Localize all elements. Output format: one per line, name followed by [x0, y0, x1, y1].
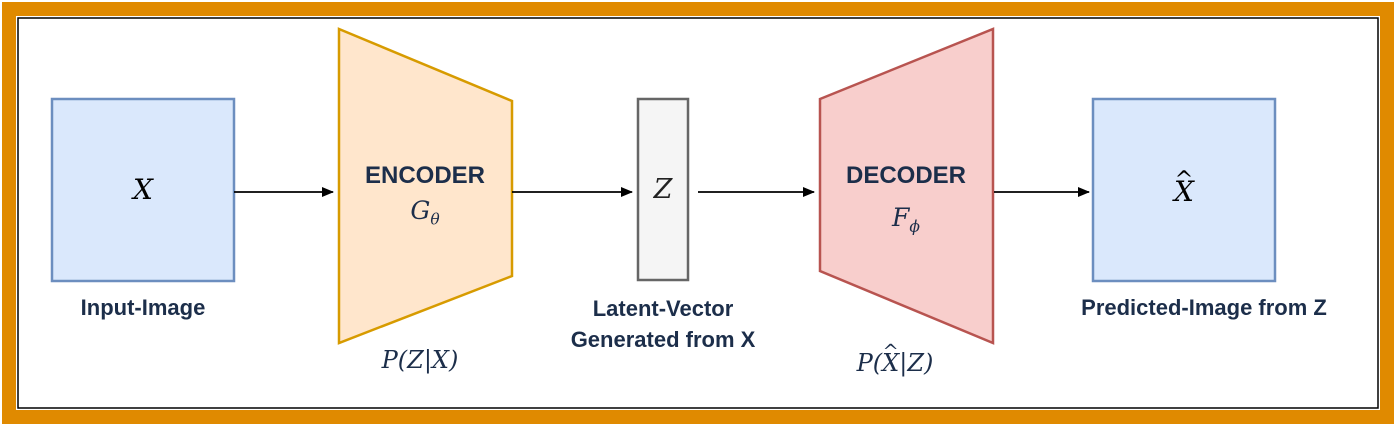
output-image-caption: Predicted-Image from Z: [1081, 295, 1327, 320]
decoder-block: [818, 27, 995, 345]
inner-border: [17, 17, 1379, 409]
latent-symbol: Z: [653, 174, 673, 205]
latent-vector-box: [636, 97, 690, 282]
decoder-title: DECODER: [845, 162, 966, 189]
input-image-box: [50, 97, 236, 283]
latent-caption-line1: Latent-Vector: [592, 296, 734, 321]
encoder-function: Gθ: [410, 196, 440, 229]
encoder-block: [337, 27, 514, 345]
decoder-function: Fϕ: [892, 203, 920, 236]
input-symbol: X: [133, 173, 153, 206]
input-image-caption: Input-Image: [80, 295, 206, 320]
encoder-title: ENCODER: [364, 162, 485, 189]
decoder-distribution: P(X|Z): [795, 334, 995, 381]
output-symbol: X: [1093, 160, 1275, 212]
latent-caption-line2: Generated from X: [570, 327, 756, 352]
encoder-distribution: P(Z|X): [381, 346, 459, 374]
